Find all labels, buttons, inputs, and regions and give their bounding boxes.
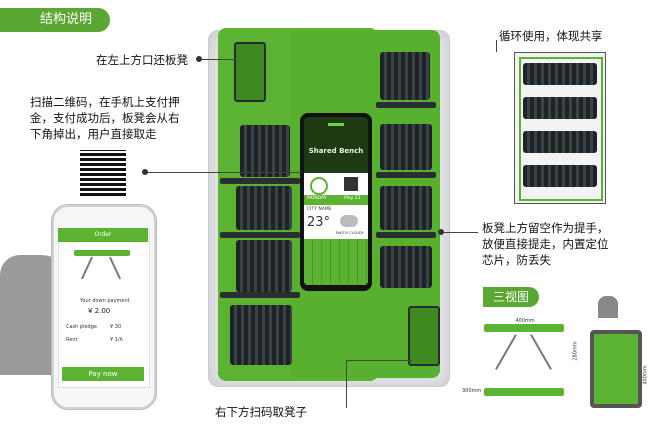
note-handle-1: 板凳上方留空作为提手， (482, 221, 609, 235)
note-take: 右下方扫码取凳子 (215, 405, 307, 419)
leader-dot (196, 56, 202, 62)
bench-stack (380, 124, 432, 170)
screen-brand-area: Shared Bench (304, 117, 368, 173)
diagram-row (523, 165, 597, 187)
pay-now-button[interactable]: Pay now (62, 367, 144, 381)
bench-stack (380, 246, 432, 288)
return-slot[interactable] (234, 42, 266, 102)
side-dimension: 400mm (642, 365, 649, 385)
qr-code (80, 150, 126, 196)
weather-date: May 23 (344, 196, 361, 201)
width-dimension: 400mm (515, 318, 535, 324)
leader-dot (438, 229, 444, 235)
note-scan-1: 扫描二维码，在手机上支付押 (30, 95, 180, 109)
shelf (376, 232, 436, 238)
rent-value: ¥ 1/h (110, 337, 123, 343)
bench-logo-icon (328, 123, 344, 140)
bench-stack (240, 125, 290, 177)
shelf (220, 292, 300, 298)
leader-line (496, 40, 497, 52)
weather-city: CITY NAME (307, 207, 332, 212)
flow-path (519, 57, 603, 201)
shelf (376, 172, 436, 178)
pickup-slot[interactable] (408, 306, 440, 366)
cash-pledge-value: ¥ 30 (110, 324, 122, 330)
qr-code-icon (344, 177, 358, 191)
progress-ring-icon (310, 177, 328, 195)
weather-day: MONDAY (307, 196, 327, 201)
down-payment-value: ¥ 2.00 (88, 307, 111, 315)
top-view-seat (484, 388, 564, 396)
leader-line (346, 360, 412, 361)
bench-image (74, 250, 130, 280)
leader-line (146, 172, 302, 173)
rent-label: Rent (66, 337, 78, 343)
diagram-row (523, 63, 597, 85)
height-dimension: 280mm (572, 341, 579, 361)
note-handle-2: 放便直接提走，内置定位 (482, 237, 609, 251)
down-payment-label: Your down payment (80, 298, 130, 304)
recycle-diagram (514, 52, 606, 204)
leader-dot (142, 169, 148, 175)
shelf (376, 102, 436, 108)
three-view-label: 三视图 (483, 287, 539, 307)
front-view-leg (495, 334, 517, 370)
forecast-strip (304, 239, 368, 285)
weather-condition: PARTLY CLOUDY (336, 231, 364, 235)
shelf (220, 178, 300, 184)
side-view-bench (590, 330, 642, 408)
shelf (220, 232, 300, 238)
cloud-icon (340, 215, 358, 227)
screen-brand: Shared Bench (308, 147, 364, 155)
leader-line (346, 360, 347, 408)
bench-stack (230, 305, 292, 365)
note-recycle: 循环使用，体现共享 (499, 29, 603, 43)
cash-pledge-label: Cash pledge (66, 324, 97, 330)
diagram-row (523, 131, 597, 153)
bench-stack (380, 52, 430, 100)
note-handle-3: 芯片，防丢失 (482, 253, 551, 267)
note-return: 在左上方口还板凳 (96, 53, 188, 67)
bench-stack (236, 240, 292, 292)
base-dimension: 300mm (462, 388, 482, 394)
bench-stack (380, 186, 432, 230)
front-view-seat (484, 324, 564, 332)
diagram-row (523, 97, 597, 119)
weather-temp: 23° (307, 215, 331, 230)
screen-weather: MONDAY May 23 CITY NAME 23° PARTLY CLOUD… (304, 173, 368, 285)
note-scan-3: 下角掉出，用户直接取走 (30, 127, 157, 141)
leader-line (442, 232, 478, 233)
section-title: 结构说明 (0, 8, 110, 32)
leader-line (200, 59, 236, 60)
bench-stack (236, 186, 292, 230)
note-scan-2: 金，支付成功后，板凳会从右 (30, 111, 180, 125)
phone-header: Order (58, 228, 148, 242)
hand-silhouette-small (598, 296, 618, 318)
front-view-leg (530, 334, 552, 370)
